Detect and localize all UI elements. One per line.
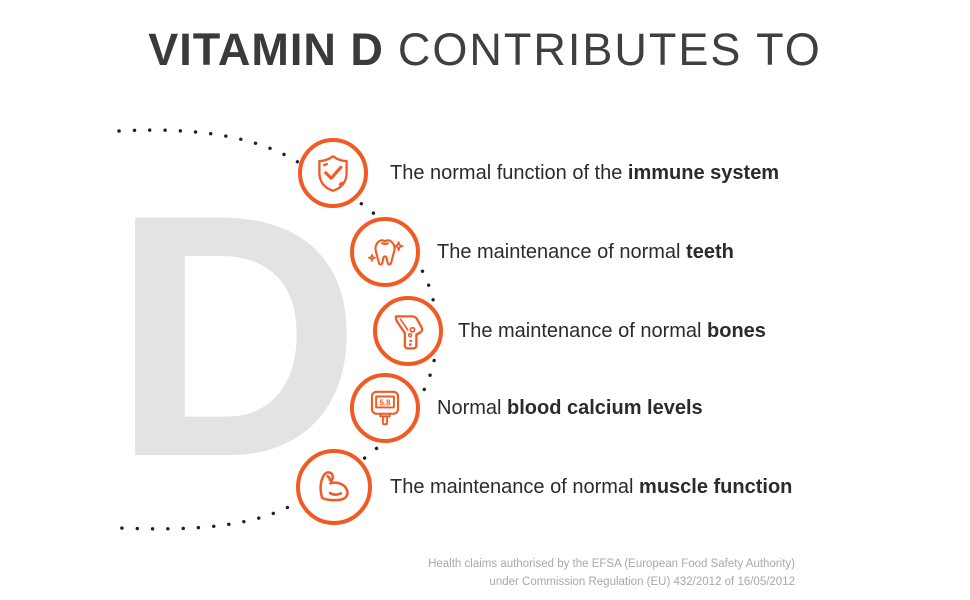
footer-line-1: Health claims authorised by the EFSA (Eu… (428, 558, 795, 570)
footer-disclaimer: Health claims authorised by the EFSA (Eu… (428, 556, 795, 592)
row-text-bold: blood calcium levels (507, 397, 703, 419)
row-text-bold: muscle function (639, 476, 793, 498)
row-text-normal: Normal (437, 397, 508, 419)
page-title: VITAMIN D CONTRIBUTES TO (0, 24, 970, 76)
footer-line-2: under Commission Regulation (EU) 432/201… (489, 575, 795, 588)
row-text-muscle: The maintenance of normal muscle functio… (390, 473, 792, 501)
row-text-bold: bones (707, 320, 766, 342)
title-bold: VITAMIN D (148, 24, 384, 75)
meter-value: 5.8 (380, 398, 392, 407)
row-text-bones: The maintenance of normal bones (458, 317, 766, 345)
row-text-teeth: The maintenance of normal teeth (437, 238, 734, 266)
shield-check-icon (298, 138, 368, 208)
tooth-icon (350, 217, 420, 287)
row-text-normal: The maintenance of normal (390, 476, 640, 498)
row-text-bold: immune system (627, 162, 780, 184)
row-text-normal: The maintenance of normal (458, 320, 708, 342)
bone-joint-icon (373, 296, 443, 366)
row-text-calcium: Normal blood calcium levels (437, 394, 703, 422)
row-text-normal: The maintenance of normal (437, 241, 687, 263)
row-text-immune: The normal function of the immune system (390, 159, 779, 187)
title-light: CONTRIBUTES TO (397, 24, 822, 75)
row-text-bold: teeth (686, 241, 734, 263)
row-text-normal: The normal function of the (390, 162, 628, 184)
glucose-meter-icon: 5.8 (350, 373, 420, 443)
muscle-icon (296, 449, 372, 525)
